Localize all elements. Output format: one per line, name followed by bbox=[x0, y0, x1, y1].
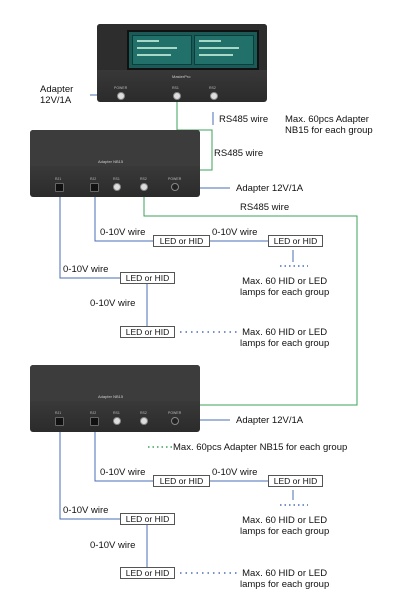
nb15-1-power-port[interactable] bbox=[171, 183, 179, 191]
max-hid-label-b: Max. 60 HID or LED lamps for each group bbox=[240, 327, 330, 349]
max-hid-label-a: Max. 60 HID or LED lamps for each group bbox=[240, 276, 330, 298]
nb15-1-port-label-5: POWER bbox=[168, 177, 182, 181]
nb15-2-rs485-port-1[interactable] bbox=[113, 417, 121, 425]
master-port-label-2: RS1 bbox=[172, 86, 179, 90]
led-hid-box-2: LED or HID bbox=[268, 235, 323, 247]
nb15-2-rj-port-2[interactable] bbox=[90, 417, 99, 426]
wire-label-0-10v-f: 0-10V wire bbox=[212, 467, 258, 478]
nb15-1-port-label-2: RJ2 bbox=[90, 177, 97, 181]
rs485-label-b: RS485 wire bbox=[214, 148, 264, 159]
wire-label-0-10v-h: 0-10V wire bbox=[90, 540, 136, 551]
nb15-1-port-label-1: RJ1 bbox=[55, 177, 62, 181]
rs485-label-a: RS485 wire bbox=[219, 114, 269, 125]
nb15-2-rs485-port-2[interactable] bbox=[140, 417, 148, 425]
master-port-label-1: POWER bbox=[114, 86, 128, 90]
nb15-2-port-label-3: RS1 bbox=[113, 411, 120, 415]
nb15-1-brand-label: Adapter NB15 bbox=[98, 159, 124, 164]
adapter-top-label: Adapter 12V/1A bbox=[40, 84, 74, 106]
master-rs485-port-1[interactable] bbox=[173, 92, 181, 100]
led-hid-box-4: LED or HID bbox=[120, 326, 175, 338]
nb15-2-port-label-1: RJ1 bbox=[55, 411, 62, 415]
led-hid-box-3: LED or HID bbox=[120, 272, 175, 284]
wire-label-0-10v-b: 0-10V wire bbox=[212, 227, 258, 238]
group1-rj1-wire bbox=[59, 195, 120, 279]
wire-label-0-10v-g: 0-10V wire bbox=[63, 505, 109, 516]
group2-rj1-wire bbox=[59, 428, 120, 520]
wire-label-0-10v-e: 0-10V wire bbox=[100, 467, 146, 478]
master-brand-label: MasterPro bbox=[172, 74, 191, 79]
nb15-1-rj-port-1[interactable] bbox=[55, 183, 64, 192]
led-hid-box-1: LED or HID bbox=[153, 235, 210, 247]
master-rs485-port-2[interactable] bbox=[210, 92, 218, 100]
nb15-1-port-label-4: RS2 bbox=[140, 177, 147, 181]
master-port-label-3: RS2 bbox=[209, 86, 216, 90]
led-hid-box-5: LED or HID bbox=[153, 475, 210, 487]
nb15-adapter-1-top bbox=[30, 130, 200, 166]
wire-label-0-10v-d: 0-10V wire bbox=[90, 298, 136, 309]
wire-label-0-10v-c: 0-10V wire bbox=[63, 264, 109, 275]
wire-label-0-10v-a: 0-10V wire bbox=[100, 227, 146, 238]
nb15-1-rs485-port-2[interactable] bbox=[140, 183, 148, 191]
nb15-1-rj-port-2[interactable] bbox=[90, 183, 99, 192]
led-hid-box-7: LED or HID bbox=[120, 513, 175, 525]
nb15-adapter-2-top bbox=[30, 365, 200, 401]
max-hid-label-d: Max. 60 HID or LED lamps for each group bbox=[240, 568, 330, 590]
nb15-2-power-port[interactable] bbox=[171, 417, 179, 425]
rs485-wire-nb15-1-to-nb15-2 bbox=[143, 190, 358, 406]
led-hid-box-8: LED or HID bbox=[120, 567, 175, 579]
nb15-1-port-label-3: RS1 bbox=[113, 177, 120, 181]
master-touchscreen bbox=[127, 30, 259, 70]
rs485-label-c: RS485 wire bbox=[240, 202, 290, 213]
nb15-1-rs485-port-1[interactable] bbox=[113, 183, 121, 191]
nb15-2-port-label-4: RS2 bbox=[140, 411, 147, 415]
nb15-2-port-label-2: RJ2 bbox=[90, 411, 97, 415]
group1-rj2-wire bbox=[94, 195, 153, 242]
group2-rj2-wire bbox=[94, 428, 153, 482]
max-hid-label-c: Max. 60 HID or LED lamps for each group bbox=[240, 515, 330, 537]
led-hid-box-6: LED or HID bbox=[268, 475, 323, 487]
master-power-port[interactable] bbox=[117, 92, 125, 100]
nb15-2-rj-port-1[interactable] bbox=[55, 417, 64, 426]
nb15-2-brand-label: Adapter NB15 bbox=[98, 394, 124, 399]
max-adapter-label-a: Max. 60pcs Adapter NB15 for each group bbox=[285, 114, 373, 136]
adapter-mid-label: Adapter 12V/1A bbox=[236, 183, 304, 194]
nb15-2-port-label-5: POWER bbox=[168, 411, 182, 415]
max-adapter-label-b: Max. 60pcs Adapter NB15 for each group bbox=[173, 442, 348, 453]
adapter-bottom-label: Adapter 12V/1A bbox=[236, 415, 304, 426]
